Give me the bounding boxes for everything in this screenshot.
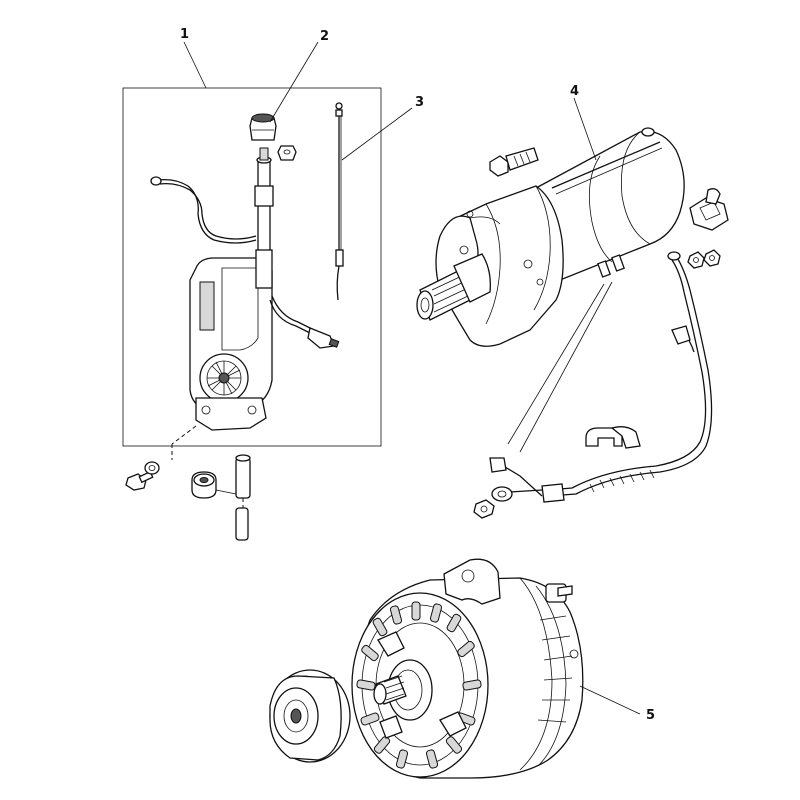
drain-tube: [235, 454, 251, 541]
callout-4: 4: [570, 84, 579, 99]
leader-line-5: [579, 685, 641, 715]
mounting-bolt: [125, 470, 154, 491]
antenna-washer: [277, 145, 297, 161]
harness-ring-terminal: [491, 486, 513, 502]
leader-line-1: [183, 41, 207, 89]
leader-line-2: [269, 41, 319, 123]
antenna-signal-lead: [269, 295, 340, 349]
callout-1: 1: [180, 27, 189, 42]
starter-nuts: [687, 249, 721, 269]
leader-line-4: [573, 97, 597, 161]
callout-5: 5: [646, 708, 655, 723]
rubber-grommet: [191, 471, 217, 499]
callout-2: 2: [320, 29, 329, 44]
starter-housing: [435, 185, 564, 347]
starter-bolt: [489, 147, 539, 177]
starter-cable-clip: [689, 188, 729, 231]
cable-terminal-ring: [150, 176, 162, 186]
starter-terminals: [597, 254, 625, 278]
leader-line-3: [341, 107, 413, 161]
callout-leaders: [183, 41, 641, 715]
antenna-group: [122, 87, 382, 541]
starter-solenoid: [535, 127, 685, 281]
alternator-shaft: [373, 659, 433, 721]
replacement-antenna-mast: [335, 102, 344, 301]
mounting-washer: [144, 461, 160, 475]
antenna-nut: [249, 113, 277, 141]
starter-motor-group: [416, 127, 729, 519]
starter-wiring-harness: [473, 251, 713, 519]
callout-3: 3: [415, 95, 424, 110]
alternator-pulley: [269, 669, 351, 763]
alternator-group: [269, 558, 584, 779]
antenna-group-frame: [122, 87, 382, 447]
starter-pinion: [416, 253, 491, 321]
antenna-mast-tube: [254, 147, 274, 289]
callout-labels: 1 2 3 4 5: [180, 27, 655, 723]
harness-clip: [585, 426, 641, 449]
antenna-earth-cable: [150, 176, 257, 244]
antenna-motor-housing: [189, 257, 273, 431]
